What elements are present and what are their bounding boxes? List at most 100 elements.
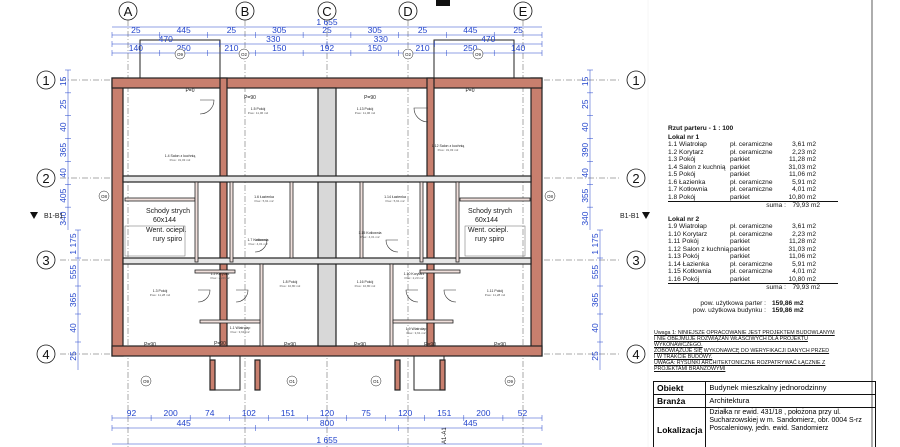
room-name: 1.1 Wiatrołap bbox=[230, 326, 251, 330]
window-label: O9 bbox=[174, 48, 186, 60]
axis-number: 3 bbox=[42, 253, 49, 268]
room-name: 1.10 Korytarz bbox=[404, 272, 425, 276]
door-swing bbox=[413, 107, 429, 123]
room-legend: Rzut parteru - 1 : 100 Lokal nr 1 1.1 Wi… bbox=[668, 125, 838, 315]
axis-bubble-b: B bbox=[235, 1, 255, 21]
stairs bbox=[124, 225, 526, 257]
dimension-label: 305 bbox=[368, 25, 382, 35]
section-label: B1-B1 bbox=[44, 213, 64, 220]
axis-letter: B bbox=[241, 4, 250, 19]
axis-number: 4 bbox=[632, 347, 639, 362]
room-name: 1.13 Pokój bbox=[357, 107, 374, 111]
door-swing bbox=[443, 289, 457, 303]
dimension-label: 15 bbox=[58, 76, 68, 86]
outer-walls bbox=[111, 39, 543, 391]
section-label: A1-A1 bbox=[442, 427, 448, 444]
dimension-label: 25 bbox=[590, 351, 600, 361]
room-area: Pow.: 2,23 m2 bbox=[404, 276, 423, 280]
dimension-label: 151 bbox=[281, 408, 295, 418]
room-area: Pow.: 11,28 m2 bbox=[485, 293, 506, 297]
dimension-label: 140 bbox=[129, 43, 143, 53]
room-name: 1.3 Pokój bbox=[153, 289, 168, 293]
obiekt-value: Budynek mieszkalny jednorodzinny bbox=[705, 381, 876, 395]
axis-number: 3 bbox=[632, 253, 639, 268]
room-name: 1.5 Pokój bbox=[251, 107, 266, 111]
dimension-label: 25 bbox=[418, 25, 428, 35]
axis-bubble-4-right: 4 bbox=[626, 344, 646, 364]
dimension-label: 40 bbox=[58, 122, 68, 132]
svg-text:O8: O8 bbox=[101, 194, 108, 199]
room-area: Pow.: 3,61 m2 bbox=[406, 331, 425, 335]
dimension-label: 250 bbox=[177, 43, 191, 53]
dimension-label: 445 bbox=[177, 418, 191, 428]
dimension-label: 340 bbox=[58, 211, 68, 225]
stair-label-left: Schody strych 60x144 Went. ociepl. rury … bbox=[146, 208, 190, 243]
obiekt-label: Obiekt bbox=[652, 381, 707, 395]
dimension-label: 470 bbox=[159, 34, 173, 44]
dimension-label: 390 bbox=[580, 143, 590, 157]
dimension-label: 150 bbox=[272, 43, 286, 53]
axis-letter: C bbox=[322, 4, 331, 19]
top-total-dimension: 1 655 bbox=[316, 17, 338, 27]
room-area: Pow.: 4,01 m2 bbox=[360, 235, 379, 239]
window-label: O8 bbox=[544, 190, 556, 202]
svg-text:O2: O2 bbox=[405, 52, 412, 57]
axis-letter: D bbox=[403, 4, 412, 19]
door-swing bbox=[199, 99, 215, 115]
dimension-label: 25 bbox=[322, 25, 332, 35]
svg-text:O2: O2 bbox=[241, 52, 248, 57]
unit2-sum: suma : 79,93 m2 bbox=[766, 284, 820, 291]
room-area: Pow.: 5,91 m2 bbox=[254, 199, 273, 203]
dimension-label: 151 bbox=[437, 408, 451, 418]
svg-text:O9: O9 bbox=[143, 379, 150, 384]
axis-bubble-d: D bbox=[398, 1, 418, 21]
note-line: PROJEKTAMI BRANŻOWYMI bbox=[654, 366, 726, 372]
axis-bubble-3-left: 3 bbox=[36, 250, 56, 270]
stair-text: 60x144 bbox=[153, 217, 176, 224]
dimension-label: 25 bbox=[580, 99, 590, 109]
unit2-title: Lokal nr 2 bbox=[668, 215, 700, 223]
window-label: O9 bbox=[140, 375, 152, 387]
room-name: 1.9 Wiatrołap bbox=[406, 327, 427, 331]
axis-number: 4 bbox=[42, 347, 49, 362]
dimension-label: 74 bbox=[205, 408, 215, 418]
dimension-label: 800 bbox=[320, 418, 334, 428]
door-swing bbox=[405, 289, 419, 303]
door-swing bbox=[385, 239, 399, 253]
dimension-label: 120 bbox=[320, 408, 334, 418]
dimension-label: 405 bbox=[58, 188, 68, 202]
dimension-label: 25 bbox=[68, 351, 78, 361]
title-block: Obiekt Budynek mieszkalny jednorodzinny … bbox=[652, 381, 876, 447]
dimension-label: 200 bbox=[476, 408, 490, 418]
dimension-lines bbox=[65, 26, 603, 445]
axis-bubble-1-right: 1 bbox=[626, 70, 646, 90]
window-label: O8 bbox=[98, 190, 110, 202]
dimension-label: 25 bbox=[227, 25, 237, 35]
axis-bubble-e: E bbox=[513, 1, 533, 21]
parapet-label: P=90 bbox=[364, 95, 376, 101]
dimension-label: 355 bbox=[580, 188, 590, 202]
room-name: 1.16 Pokój bbox=[357, 280, 374, 284]
axis-bubble-c: C bbox=[317, 1, 337, 21]
dimension-label: 445 bbox=[177, 25, 191, 35]
window-label: O9 bbox=[472, 48, 484, 60]
bottom-total-dimension: 1 655 bbox=[316, 435, 338, 445]
dimension-label: 140 bbox=[511, 43, 525, 53]
parapet-label: P=0 bbox=[465, 88, 474, 94]
axis-bubble-2-left: 2 bbox=[36, 168, 56, 188]
